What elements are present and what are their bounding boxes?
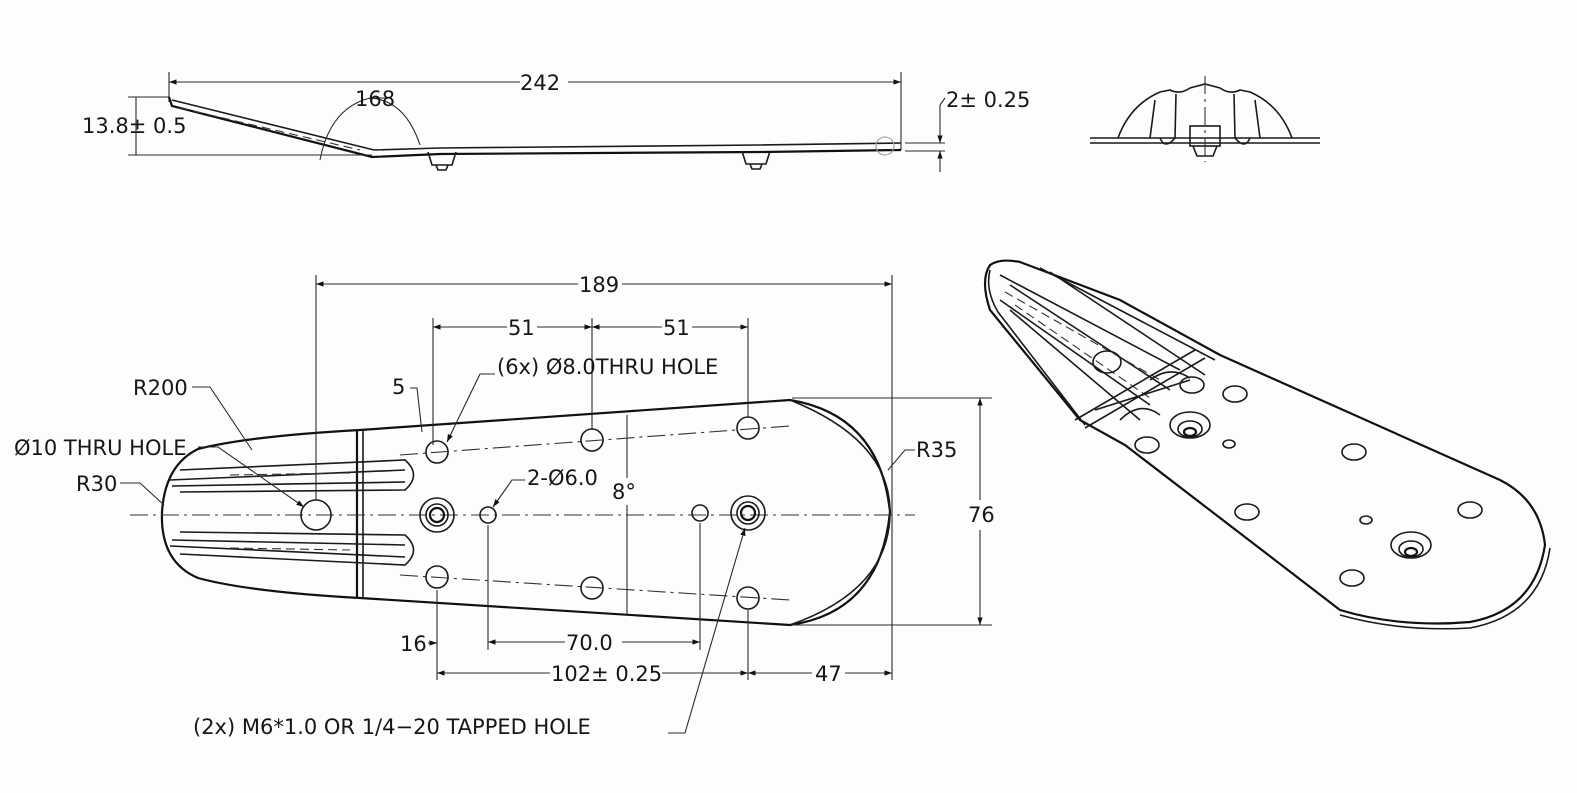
dim-edge-offset: 5 bbox=[392, 375, 405, 399]
dim-tip-radius-large: R200 bbox=[133, 376, 188, 400]
plate-outline bbox=[160, 398, 892, 627]
standoff-left bbox=[427, 151, 457, 171]
dim-spacing-70: 70.0 bbox=[566, 631, 613, 655]
thru-hole-4 bbox=[425, 565, 449, 589]
rib-lower bbox=[179, 531, 415, 566]
dim-height: 13.8± 0.5 bbox=[82, 114, 186, 138]
end-view bbox=[1090, 76, 1320, 162]
dim-width: 76 bbox=[968, 503, 995, 527]
iso-tapped-hole-1 bbox=[1169, 411, 1211, 439]
thru-hole-6 bbox=[736, 586, 760, 610]
small-hole-2 bbox=[691, 504, 709, 522]
standoff-right bbox=[741, 150, 771, 170]
dim-bend-angle: 168 bbox=[355, 87, 395, 111]
dim-center-span: 189 bbox=[579, 273, 619, 297]
iso-plate-outline bbox=[983, 259, 1547, 625]
dim-tip-radius-small: R30 bbox=[76, 472, 117, 496]
thru-hole-1 bbox=[425, 440, 449, 464]
side-profile bbox=[167, 96, 902, 159]
dim-taper-angle: 8° bbox=[612, 480, 636, 504]
note-thru-hole: (6x) Ø8.0THRU HOLE bbox=[497, 355, 718, 379]
tapped-hole-2 bbox=[730, 495, 766, 531]
tapped-hole-1 bbox=[419, 497, 455, 533]
dim-offset-16: 16 bbox=[400, 632, 427, 656]
dim-hole-pitch-b: 51 bbox=[663, 316, 690, 340]
side-view: 242 2± 0.25 13.8± 0.5 168 bbox=[82, 71, 1030, 172]
thru-hole-5 bbox=[580, 576, 604, 600]
small-hole-1 bbox=[479, 506, 497, 524]
dim-hole-pitch-a: 51 bbox=[508, 316, 535, 340]
dim-end-radius: R35 bbox=[916, 438, 957, 462]
rib-upper bbox=[179, 459, 415, 493]
note-tapped-hole: (2x) M6*1.0 OR 1/4−20 TAPPED HOLE bbox=[193, 715, 591, 739]
dim-thickness: 2± 0.25 bbox=[946, 88, 1030, 112]
top-view: 189 51 51 5 (6x) Ø8.0THRU HOLE R200 Ø10 … bbox=[14, 273, 995, 739]
iso-tapped-hole-2 bbox=[1390, 531, 1432, 559]
dim-spacing-102: 102± 0.25 bbox=[551, 662, 662, 686]
isometric-view bbox=[983, 259, 1551, 630]
note-small-holes: 2-Ø6.0 bbox=[527, 466, 598, 490]
note-center-hole: Ø10 THRU HOLE bbox=[14, 436, 186, 460]
dim-overall-length: 242 bbox=[520, 71, 560, 95]
dim-end-offset-47: 47 bbox=[815, 662, 842, 686]
